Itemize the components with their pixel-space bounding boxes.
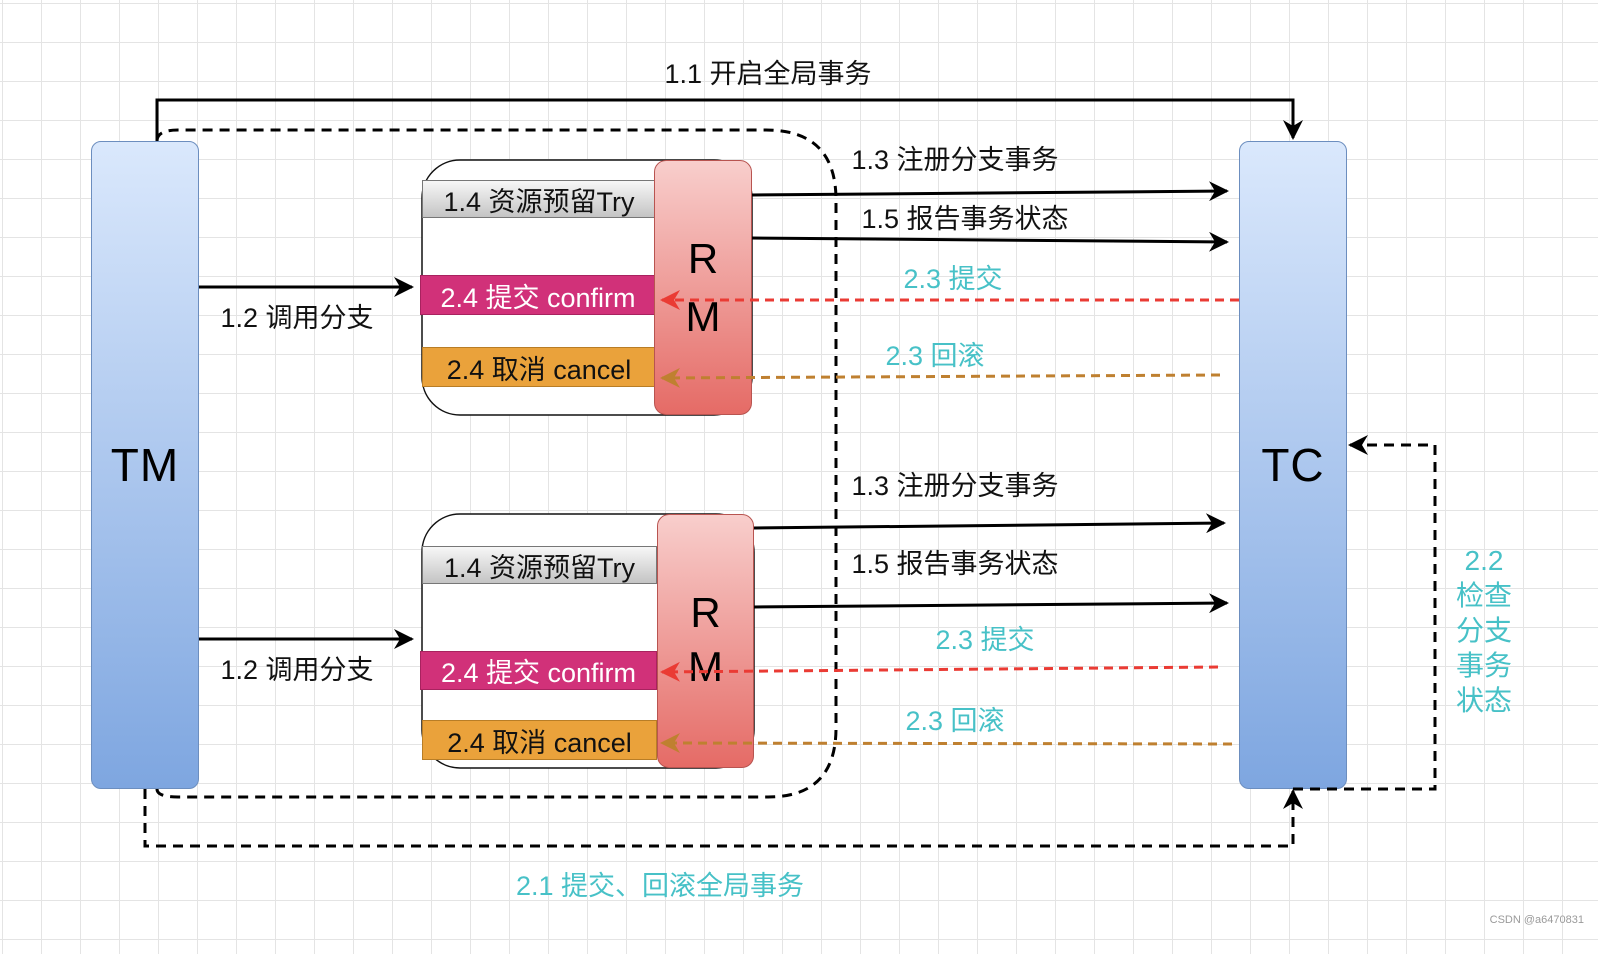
report-status-label-upper: 1.5 报告事务状态 xyxy=(861,204,1069,234)
watermark: CSDN @a6470831 xyxy=(1489,914,1584,926)
commit-label-lower: 2.3 提交 xyxy=(935,625,1035,655)
register-branch-arrow-upper xyxy=(751,181,1229,202)
global-transaction-scope xyxy=(155,128,838,799)
commit-arrow-lower xyxy=(660,661,1219,682)
call-branch-label-lower: 1.2 调用分支 xyxy=(220,655,374,685)
confirm-label-upper: 2.4 提交 confirm xyxy=(440,282,636,313)
check-label-line: 检查 xyxy=(1455,580,1513,611)
confirm-bar-lower: 2.4 提交 confirm xyxy=(420,651,657,690)
rollback-arrow-upper xyxy=(660,367,1221,388)
check-label-line: 事务 xyxy=(1455,650,1513,681)
rm-label-r-lower: R xyxy=(690,589,721,636)
report-status-arrow-upper xyxy=(751,231,1229,252)
end-global-transaction-label: 2.1 提交、回滚全局事务 xyxy=(515,871,805,901)
report-status-label-lower: 1.5 报告事务状态 xyxy=(851,549,1059,579)
rollback-label-upper: 2.3 回滚 xyxy=(885,341,985,371)
check-branch-status-arrow xyxy=(1293,435,1437,791)
tm-label: TM xyxy=(110,439,180,491)
cancel-label-upper: 2.4 取消 cancel xyxy=(446,354,632,385)
begin-global-transaction-arrow xyxy=(155,98,1303,141)
rollback-label-lower: 2.3 回滚 xyxy=(905,706,1005,736)
check-label-line: 状态 xyxy=(1455,685,1513,716)
tc-node: TC xyxy=(1239,141,1347,789)
rm-label-m-lower: M xyxy=(688,643,723,690)
rollback-arrow-lower xyxy=(660,733,1233,754)
check-branch-status-label: 2.2 检查 分支 事务 状态 xyxy=(1456,543,1512,718)
cancel-label-lower: 2.4 取消 cancel xyxy=(447,727,632,758)
register-branch-arrow-lower xyxy=(753,513,1226,534)
cancel-bar-upper: 2.4 取消 cancel xyxy=(422,347,656,387)
try-bar-lower: 1.4 资源预留Try xyxy=(422,546,657,584)
register-branch-label-lower: 1.3 注册分支事务 xyxy=(851,471,1059,501)
try-label-lower: 1.4 资源预留Try xyxy=(443,552,636,583)
confirm-bar-upper: 2.4 提交 confirm xyxy=(420,275,656,315)
register-branch-label-upper: 1.3 注册分支事务 xyxy=(851,145,1059,175)
tc-label: TC xyxy=(1261,439,1325,491)
try-label-upper: 1.4 资源预留Try xyxy=(443,186,635,217)
report-status-arrow-lower xyxy=(753,593,1229,614)
tm-node: TM xyxy=(91,141,199,789)
end-global-transaction-arrow xyxy=(143,789,1303,848)
commit-label-upper: 2.3 提交 xyxy=(903,264,1003,294)
begin-global-transaction-label: 1.1 开启全局事务 xyxy=(664,59,872,89)
call-branch-label-upper: 1.2 调用分支 xyxy=(220,303,374,333)
confirm-label-lower: 2.4 提交 confirm xyxy=(440,658,637,688)
rm-label-m-upper: M xyxy=(685,293,721,340)
rm-label-r-upper: R xyxy=(687,235,719,282)
check-label-line: 2.2 xyxy=(1464,545,1504,576)
check-label-line: 分支 xyxy=(1455,615,1513,646)
try-bar-upper: 1.4 资源预留Try xyxy=(422,180,656,218)
rm-node-lower: R M xyxy=(657,514,754,768)
cancel-bar-lower: 2.4 取消 cancel xyxy=(422,720,657,760)
